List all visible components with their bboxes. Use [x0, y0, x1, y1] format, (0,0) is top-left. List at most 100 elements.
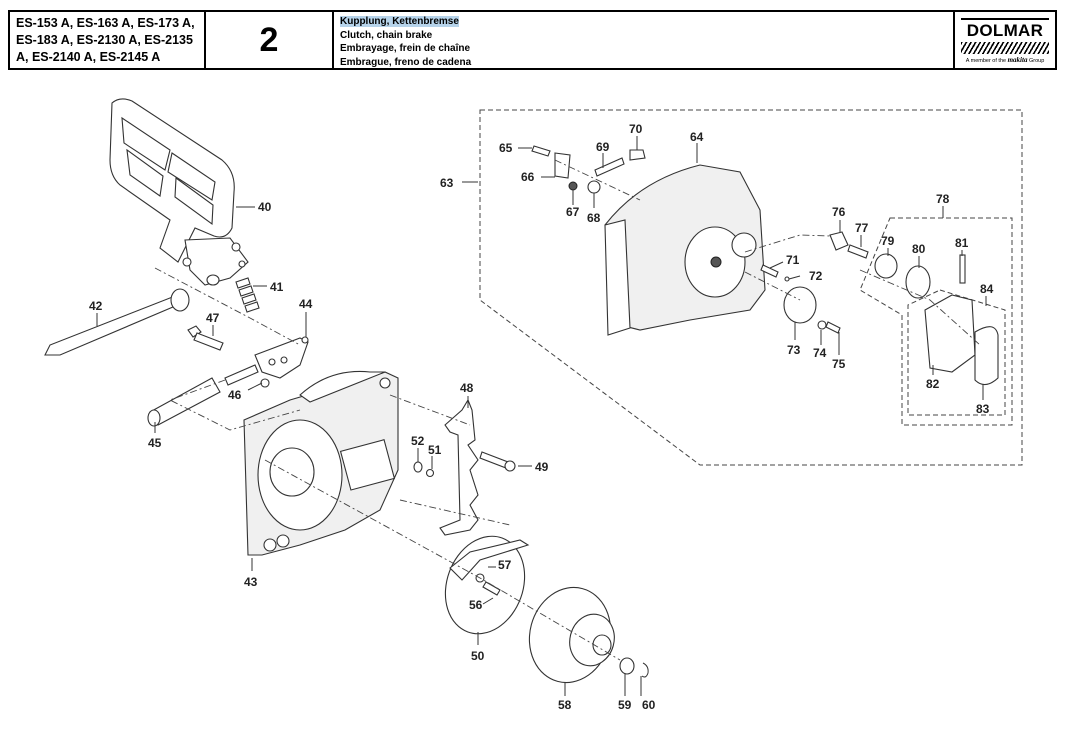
part-72-ball [784, 276, 790, 282]
callout-59: 59 [618, 698, 632, 712]
callout-75: 75 [832, 357, 846, 371]
assembly-line [264, 459, 621, 661]
page-number: 2 [206, 12, 334, 68]
part-81-pin [959, 254, 966, 284]
title-es: Embrague, freno de cadena [340, 56, 472, 68]
dolmar-logo: DOLMAR A member of the makita Group [955, 12, 1055, 68]
callout-44: 44 [299, 297, 313, 311]
callout-45: 45 [148, 436, 162, 450]
logo-tagline: A member of the makita Group [965, 56, 1045, 64]
callout-66: 66 [521, 170, 535, 184]
part-83-window [974, 326, 999, 386]
part-51-washer [425, 468, 435, 478]
part-48-brake-bracket [439, 398, 479, 536]
callout-71: 71 [786, 253, 800, 267]
callout-72: 72 [809, 269, 823, 283]
part-43-housing [243, 370, 399, 556]
callout-81: 81 [955, 236, 969, 250]
part-76-nut [829, 231, 849, 251]
part-47-bolt [187, 325, 224, 351]
assembly-line [168, 379, 301, 431]
callout-65: 65 [499, 141, 513, 155]
part-67-nut [568, 181, 578, 191]
logo-brand: DOLMAR [966, 21, 1044, 40]
part-71-spring [760, 264, 779, 278]
part-45-spring [147, 377, 221, 427]
callout-41: 41 [270, 280, 284, 294]
page-header: ES-153 A, ES-163 A, ES-173 A, ES-183 A, … [8, 10, 1057, 70]
part-49-screw [479, 451, 516, 472]
part-66-bracket [554, 152, 571, 179]
part-40-hand-guard [109, 98, 249, 286]
callout-67: 67 [566, 205, 580, 219]
callout-56: 56 [469, 598, 483, 612]
assembly-line [744, 271, 801, 301]
callout-47: 47 [206, 311, 220, 325]
part-60-circlip [641, 662, 649, 678]
callout-84: 84 [980, 282, 994, 296]
group-63-boundary [479, 109, 1023, 466]
part-79-cup [874, 253, 898, 279]
group-84-boundary [907, 289, 1006, 416]
part-77-spring [847, 244, 869, 259]
callout-43: 43 [244, 575, 258, 589]
assembly-line [154, 267, 301, 346]
part-46-spring-washer [224, 364, 270, 388]
callout-57: 57 [498, 558, 512, 572]
callout-82: 82 [926, 377, 940, 391]
assembly-line [399, 499, 511, 526]
assembly-line [554, 159, 641, 201]
part-80-seal [905, 265, 931, 299]
part-44-link-plate [254, 336, 309, 379]
callout-83: 83 [976, 402, 990, 416]
callout-46: 46 [228, 388, 242, 402]
callout-69: 69 [596, 140, 610, 154]
title-de: Kupplung, Kettenbremse [340, 16, 459, 27]
part-75-screw [825, 321, 841, 334]
title-fr: Embrayage, frein de chaîne [340, 43, 471, 54]
callout-79: 79 [881, 234, 895, 248]
assembly-line [859, 269, 981, 346]
leader-lines [96, 136, 987, 696]
part-58-clutch-drum [528, 586, 615, 684]
part-42-lever [44, 288, 190, 356]
model-list: ES-153 A, ES-163 A, ES-173 A, ES-183 A, … [10, 12, 206, 68]
part-70-pin [629, 149, 646, 161]
logo-rule [961, 18, 1049, 20]
part-69-tensioner-screw [594, 157, 625, 177]
part-74-washer [817, 320, 827, 330]
callout-50: 50 [471, 649, 485, 663]
callout-42: 42 [89, 299, 103, 313]
part-52-bushing [413, 461, 423, 473]
part-59-washer [619, 657, 635, 675]
callout-48: 48 [460, 381, 474, 395]
callout-73: 73 [787, 343, 801, 357]
assembly-line [389, 394, 471, 426]
makita-wordmark: makita [1007, 56, 1028, 64]
model-line: A, ES-2140 A, ES-2145 A [16, 50, 161, 64]
callout-51: 51 [428, 443, 442, 457]
callout-40: 40 [258, 200, 272, 214]
callout-63: 63 [440, 176, 454, 190]
model-line: ES-183 A, ES-2130 A, ES-2135 [16, 33, 193, 47]
part-64-sprocket-cover [604, 164, 766, 336]
callout-68: 68 [587, 211, 601, 225]
callout-74: 74 [813, 346, 827, 360]
title-en: Clutch, chain brake [340, 29, 433, 41]
part-65-screw [531, 145, 551, 157]
part-41-spring [235, 277, 260, 313]
callout-78: 78 [936, 192, 950, 206]
model-line: ES-153 A, ES-163 A, ES-173 A, [16, 16, 195, 30]
part-56-screw [482, 581, 501, 596]
part-68-gear [587, 180, 601, 194]
assembly-line [744, 234, 831, 253]
callout-58: 58 [558, 698, 572, 712]
callout-49: 49 [535, 460, 549, 474]
group-78-boundary [859, 217, 1013, 426]
section-titles: Kupplung, Kettenbremse Clutch, chain bra… [334, 12, 955, 68]
callout-60: 60 [642, 698, 656, 712]
callout-76: 76 [832, 205, 846, 219]
callout-80: 80 [912, 242, 926, 256]
callout-64: 64 [690, 130, 704, 144]
